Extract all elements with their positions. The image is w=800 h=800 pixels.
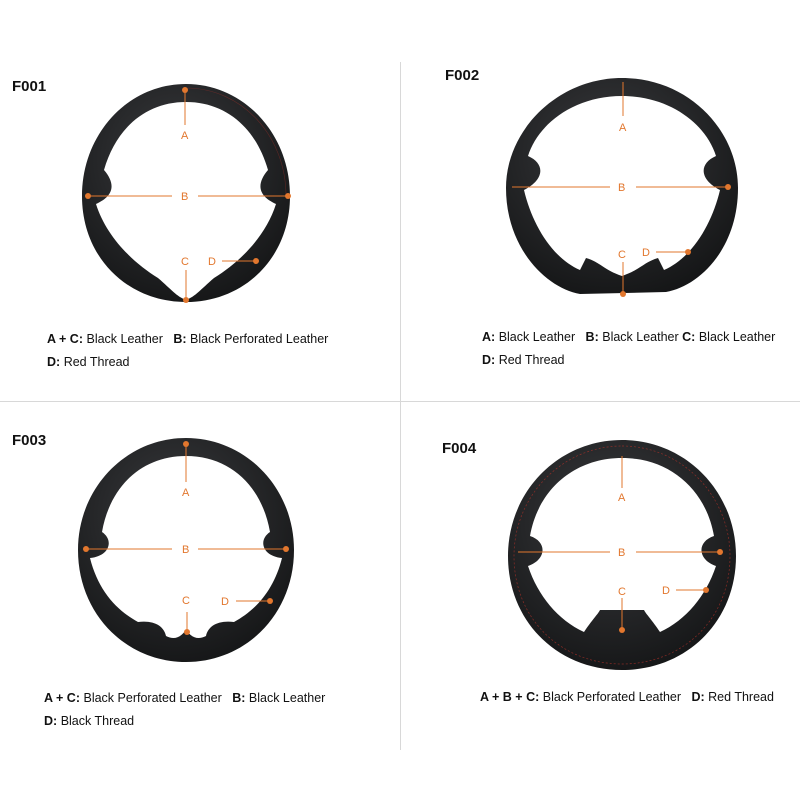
legend-value: Black Perforated Leather (190, 332, 329, 346)
dimension-b: B (85, 191, 291, 203)
horizontal-divider (0, 401, 800, 402)
legend-key: B: (232, 691, 246, 705)
svg-text:B: B (182, 544, 189, 556)
svg-text:D: D (208, 256, 216, 268)
legend-value: Black Thread (60, 714, 135, 728)
legend-value: Black Leather (602, 330, 679, 344)
svg-text:D: D (642, 247, 650, 259)
svg-text:B: B (618, 182, 625, 194)
legend-value: Black Leather (248, 691, 326, 705)
svg-text:C: C (181, 256, 189, 268)
legend-key: B: (585, 330, 599, 344)
steering-wheel-f002: A B C D (506, 78, 738, 297)
svg-text:C: C (182, 595, 190, 607)
legend-row: A + C: Black Leather B: Black Perforated… (47, 328, 328, 351)
legend-key: B: (173, 332, 187, 346)
legend-value: Red Thread (708, 690, 774, 704)
dimension-c: C (182, 595, 190, 635)
dimension-a: A (618, 456, 626, 504)
dimension-d: D (642, 247, 691, 259)
legend-key: A + C: (47, 332, 83, 346)
dimension-d: D (208, 256, 259, 268)
product-code: F001 (12, 78, 47, 95)
legend-row: D: Red Thread (482, 349, 775, 372)
legend-value: Red Thread (498, 353, 565, 367)
svg-text:D: D (662, 585, 670, 597)
dimension-a: A (619, 82, 627, 134)
product-code: F002 (445, 67, 480, 84)
legend-row: D: Black Thread (44, 710, 325, 733)
legend-key: D: (691, 690, 705, 704)
svg-text:B: B (618, 547, 625, 559)
svg-text:A: A (181, 130, 189, 142)
legend-value: Black Perforated Leather (542, 690, 682, 704)
legend-value: Black Leather (498, 330, 576, 344)
dimension-b: B (518, 547, 723, 559)
steering-wheel-f001: A B C D (82, 84, 291, 303)
legend-key: C: (682, 330, 696, 344)
legend-key: D: (47, 355, 61, 369)
legend-f002: A: Black Leather B: Black Leather C: Bla… (482, 326, 775, 372)
svg-text:C: C (618, 586, 626, 598)
legend-f004: A + B + C: Black Perforated Leather D: R… (480, 686, 774, 709)
dimension-d: D (662, 585, 709, 597)
dimension-b: B (512, 182, 731, 194)
legend-row: A: Black Leather B: Black Leather C: Bla… (482, 326, 775, 349)
svg-text:C: C (618, 249, 626, 261)
legend-key: A: (482, 330, 496, 344)
dimension-b: B (83, 544, 289, 556)
dimension-d: D (221, 596, 273, 608)
legend-key: A + B + C: (480, 690, 540, 704)
panel-f002: A B C D F002 A: Black Leather B: Black L… (400, 0, 800, 400)
legend-row: A + C: Black Perforated Leather B: Black… (44, 687, 325, 710)
dimension-c: C (618, 586, 626, 633)
legend-row: A + B + C: Black Perforated Leather D: R… (480, 686, 774, 709)
svg-text:A: A (618, 492, 626, 504)
dimension-c: C (618, 249, 626, 297)
legend-value: Black Perforated Leather (83, 691, 222, 705)
legend-value: Black Leather (86, 332, 163, 346)
legend-key: A + C: (44, 691, 80, 705)
wheel-rim (82, 84, 290, 302)
dimension-a: A (182, 441, 190, 499)
product-code: F004 (442, 440, 477, 457)
legend-value: Red Thread (63, 355, 130, 369)
dimension-a: A (181, 87, 189, 142)
product-code: F003 (12, 432, 47, 449)
dimension-c: C (181, 256, 189, 303)
svg-text:B: B (181, 191, 188, 203)
steering-wheel-f003: A B C D (78, 438, 294, 662)
svg-text:A: A (619, 122, 627, 134)
legend-row: D: Red Thread (47, 351, 328, 374)
svg-text:A: A (182, 487, 190, 499)
legend-value: Black Leather (698, 330, 776, 344)
panel-f003: A B C D F003 A + C: Black Perforated Lea… (0, 400, 400, 800)
legend-key: D: (44, 714, 58, 728)
legend-key: D: (482, 353, 496, 367)
steering-wheel-f004: A B C D (508, 440, 736, 670)
panel-f001: A B C D F001 A + C: Black Leather B: Bla… (0, 0, 400, 400)
legend-f003: A + C: Black Perforated Leather B: Black… (44, 687, 325, 733)
legend-f001: A + C: Black Leather B: Black Perforated… (47, 328, 328, 374)
panel-f004: A B C D F004 A + B + C: Black Perforated… (400, 400, 800, 800)
svg-text:D: D (221, 596, 229, 608)
vertical-divider (400, 62, 401, 750)
